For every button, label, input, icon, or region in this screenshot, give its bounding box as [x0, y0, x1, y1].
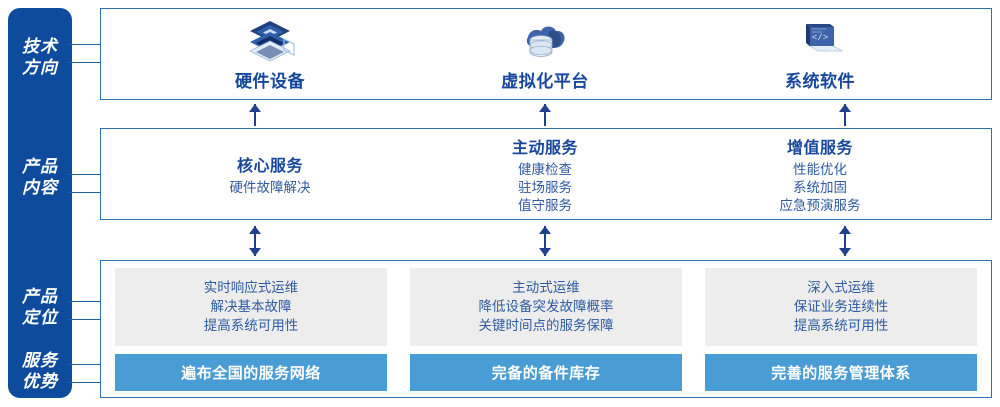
arrow-up-hardware — [248, 104, 262, 126]
content-column-line: 健康检查 — [518, 161, 572, 177]
connector-line — [68, 62, 102, 63]
arrow-up-virtualization — [538, 104, 552, 126]
connector-line — [68, 364, 102, 365]
positioning-line: 实时响应式运维 — [203, 280, 299, 295]
arrow-updown-core-service — [248, 226, 262, 256]
connector-line — [68, 382, 102, 383]
rail-item-technology-direction[interactable]: 技术 方向 — [8, 36, 72, 78]
content-column-line: 应急预演服务 — [779, 197, 861, 213]
rail-label-line2: 优势 — [22, 372, 58, 391]
positioning-box: 深入式运维 保证业务连续性 提高系统可用性 — [705, 268, 977, 346]
connector-line — [68, 301, 102, 302]
bottom-column-proactive[interactable]: 主动式运维 降低设备突发故障概率 关键时间点的服务保障 完备的备件库存 — [410, 268, 682, 391]
connector-line — [68, 174, 102, 175]
tech-column-hardware[interactable]: 硬件设备 — [150, 8, 390, 100]
content-column-core-service[interactable]: 核心服务 硬件故障解决 — [150, 128, 390, 220]
rail-label-line2: 方向 — [22, 58, 58, 77]
advantage-bar[interactable]: 遍布全国的服务网络 — [115, 354, 387, 391]
cloud-database-icon — [526, 26, 565, 57]
positioning-line: 提高系统可用性 — [793, 318, 889, 333]
tech-column-system-software[interactable]: </> 系统软件 — [700, 8, 940, 100]
content-column-line: 驻场服务 — [518, 179, 572, 195]
bottom-column-realtime[interactable]: 实时响应式运维 解决基本故障 提高系统可用性 遍布全国的服务网络 — [115, 268, 387, 391]
content-column-proactive-service[interactable]: 主动服务 健康检查 驻场服务 值守服务 — [425, 128, 665, 220]
positioning-line: 保证业务连续性 — [793, 299, 889, 314]
laptop-code-icon: </> — [806, 23, 844, 51]
bottom-column-indepth[interactable]: 深入式运维 保证业务连续性 提高系统可用性 完善的服务管理体系 — [705, 268, 977, 391]
product-content-panel — [100, 128, 992, 220]
content-column-title: 核心服务 — [236, 157, 303, 175]
content-column-line: 系统加固 — [793, 179, 847, 195]
tech-column-title: 硬件设备 — [235, 71, 305, 91]
positioning-line: 关键时间点的服务保障 — [478, 318, 614, 333]
rail-label-line2: 定位 — [22, 308, 58, 327]
rail-item-service-advantage[interactable]: 服务 优势 — [8, 350, 72, 392]
connector-line — [68, 44, 102, 45]
rail-label-line2: 内容 — [22, 178, 58, 197]
advantage-bar[interactable]: 完备的备件库存 — [410, 354, 682, 391]
content-column-line: 硬件故障解决 — [229, 179, 311, 195]
advantage-bar[interactable]: 完善的服务管理体系 — [705, 354, 977, 391]
tech-column-virtualization[interactable]: 虚拟化平台 — [425, 8, 665, 100]
content-column-line: 性能优化 — [793, 161, 847, 177]
connector-line — [68, 319, 102, 320]
rail-label-line1: 服务 — [22, 351, 58, 370]
rail-item-product-positioning[interactable]: 产品 定位 — [8, 286, 72, 328]
rail-label-line1: 产品 — [22, 287, 58, 306]
content-column-value-added-service[interactable]: 增值服务 性能优化 系统加固 应急预演服务 — [700, 128, 940, 220]
rail-label-line1: 技术 — [22, 37, 58, 56]
positioning-line: 深入式运维 — [807, 280, 875, 295]
positioning-line: 解决基本故障 — [210, 299, 292, 314]
positioning-line: 降低设备突发故障概率 — [478, 299, 614, 314]
positioning-line: 提高系统可用性 — [203, 318, 299, 333]
arrow-updown-proactive-service — [538, 226, 552, 256]
arrow-up-system-software — [838, 104, 852, 126]
positioning-box: 主动式运维 降低设备突发故障概率 关键时间点的服务保障 — [410, 268, 682, 346]
connector-line — [68, 192, 102, 193]
content-column-line: 值守服务 — [518, 197, 572, 213]
positioning-box: 实时响应式运维 解决基本故障 提高系统可用性 — [115, 268, 387, 346]
tech-column-title: 虚拟化平台 — [501, 71, 589, 91]
content-column-title: 主动服务 — [511, 139, 578, 157]
category-rail: 技术 方向 产品 内容 产品 定位 服务 优势 — [8, 8, 72, 398]
tech-column-title: 系统软件 — [785, 71, 855, 91]
svg-text:</>: </> — [812, 33, 828, 43]
positioning-line: 主动式运维 — [512, 280, 580, 295]
server-stack-icon — [249, 20, 295, 61]
content-column-title: 增值服务 — [786, 139, 853, 157]
rail-label-line1: 产品 — [22, 157, 58, 176]
arrow-updown-value-added-service — [838, 226, 852, 256]
rail-item-product-content[interactable]: 产品 内容 — [8, 156, 72, 198]
